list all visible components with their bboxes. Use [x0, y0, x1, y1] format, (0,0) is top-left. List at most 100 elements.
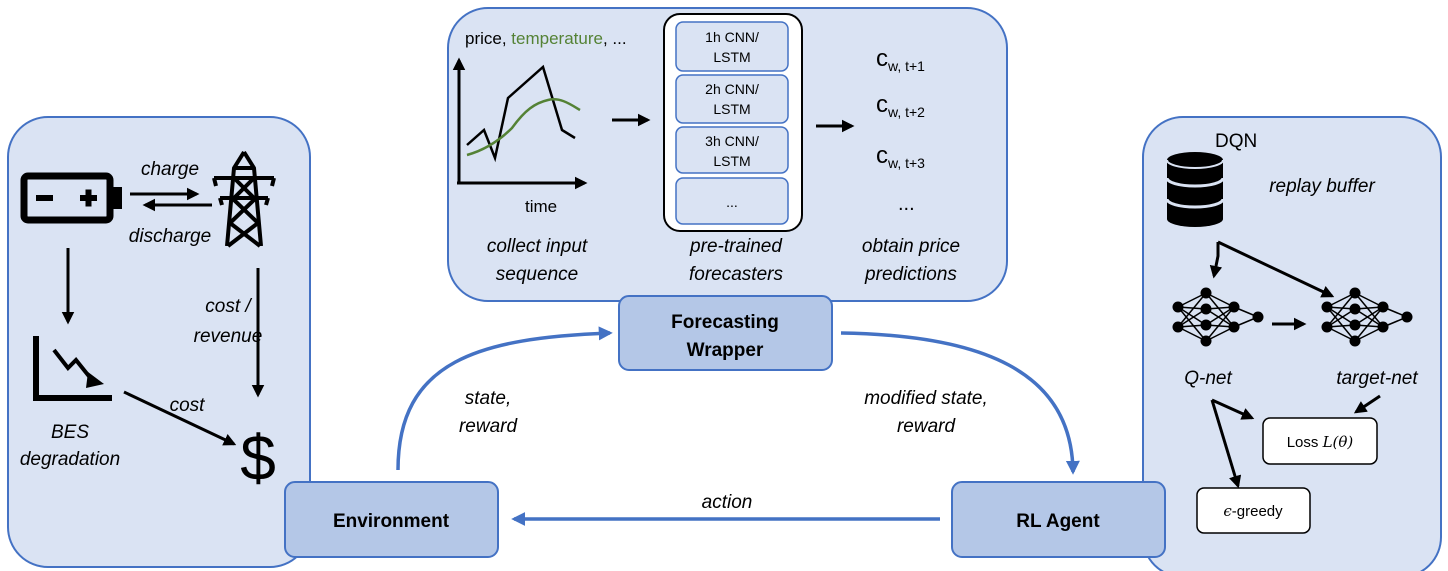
epsilon-greedy-box: ϵ-greedy [1196, 487, 1311, 534]
net-node [1200, 287, 1212, 299]
net-node [1228, 301, 1240, 313]
cost-label: cost [170, 395, 206, 416]
target-net-label: target-net [1336, 368, 1418, 389]
loss-box: Loss L(θ) [1262, 417, 1378, 465]
forecaster-1h: 1h CNN/ LSTM [675, 21, 789, 72]
net-node [1401, 311, 1413, 323]
net-node [1377, 321, 1389, 333]
dqn-panel: DQN replay buffer Q-net target-net Loss … [1142, 116, 1442, 571]
rl-agent-node: RL Agent [951, 481, 1166, 558]
environment-node: Environment [284, 481, 499, 558]
net-edge [1205, 306, 1235, 342]
net-edge [1354, 306, 1384, 326]
net-edge [1354, 308, 1384, 328]
svg-text:Environment: Environment [333, 511, 450, 532]
net-node [1349, 335, 1361, 347]
net-node [1228, 321, 1240, 333]
modified-state-label-line2: reward [897, 416, 957, 437]
cost-revenue-label-line2: revenue [194, 326, 263, 347]
net-node [1200, 335, 1212, 347]
net-edge [1205, 292, 1235, 328]
net-node [1200, 303, 1212, 315]
q-net-icon [1172, 287, 1264, 347]
net-edge [1326, 306, 1356, 342]
modified-state-label-line1: modified state, [864, 388, 988, 409]
dqn-title: DQN [1215, 131, 1257, 152]
degradation-label: degradation [20, 449, 120, 470]
replay-buffer-label: replay buffer [1269, 176, 1375, 197]
net-node [1349, 303, 1361, 315]
svg-text:3h CNN/: 3h CNN/ [705, 133, 759, 149]
arrow-environment-to-wrapper [396, 326, 613, 471]
forecaster-3h: 3h CNN/ LSTM [675, 126, 789, 174]
price-series-line [466, 64, 576, 163]
net-node [1349, 287, 1361, 299]
action-label: action [702, 492, 753, 513]
caption-predictions-line2: predictions [864, 264, 957, 285]
net-edge [1354, 306, 1384, 342]
state-reward-label-line2: reward [459, 416, 519, 437]
net-edge [1354, 292, 1384, 328]
net-edge [1177, 306, 1207, 342]
input-sequence-chart: price, temperature, ... time [452, 29, 627, 216]
net-edge [1326, 292, 1356, 328]
net-node [1321, 301, 1333, 313]
net-edge [1177, 292, 1207, 328]
svg-text:...: ... [726, 194, 738, 210]
svg-text:ϵ-greedy: ϵ-greedy [1223, 502, 1283, 520]
arrow-targetnet-to-loss [1353, 394, 1381, 414]
caption-predictions-line1: obtain price [862, 236, 960, 257]
prediction-t1: cw, t+1 [876, 45, 925, 74]
caption-forecasters-line1: pre-trained [689, 236, 783, 257]
svg-text:LSTM: LSTM [713, 101, 750, 117]
net-edge [1205, 306, 1235, 326]
arrow-buffer-to-targetnet [1217, 240, 1335, 298]
environment-panel: charge discharge BES [7, 116, 311, 568]
caption-forecasters-line2: forecasters [689, 264, 783, 285]
q-net-label: Q-net [1184, 368, 1232, 389]
net-edge [1177, 306, 1207, 326]
net-edge [1326, 306, 1356, 326]
caption-collect-line1: collect input [487, 236, 588, 257]
prediction-t3: cw, t+3 [876, 142, 925, 171]
svg-text:Wrapper: Wrapper [687, 340, 764, 361]
dollar-icon: $ [240, 422, 276, 494]
svg-text:RL Agent: RL Agent [1016, 511, 1100, 532]
forecast-panel: price, temperature, ... time 1h CNN/ LST… [447, 7, 1008, 302]
net-edge [1205, 308, 1235, 328]
arrow-wrapper-to-agent [840, 331, 1080, 475]
svg-text:LSTM: LSTM [713, 49, 750, 65]
svg-text:LSTM: LSTM [713, 153, 750, 169]
transmission-tower-icon [212, 150, 276, 248]
input-chart-axis-label: price, temperature, ... [465, 29, 627, 48]
state-reward-label-line1: state, [465, 388, 511, 409]
net-edge [1177, 308, 1207, 328]
forecaster-2h: 2h CNN/ LSTM [675, 74, 789, 124]
svg-text:1h CNN/: 1h CNN/ [705, 29, 759, 45]
net-node [1172, 301, 1184, 313]
arrow-buffer-to-qnet [1209, 242, 1223, 279]
prediction-more: ... [898, 193, 915, 215]
forecaster-more: ... [675, 177, 789, 225]
temperature-series-line [466, 98, 581, 157]
discharge-label: discharge [129, 226, 211, 247]
arrow-qnet-to-loss [1211, 398, 1255, 420]
bes-label: BES [51, 422, 89, 443]
net-node [1377, 301, 1389, 313]
net-node [1252, 311, 1264, 323]
net-node [1172, 321, 1184, 333]
svg-text:Loss L(θ): Loss L(θ) [1287, 433, 1354, 451]
net-node [1349, 319, 1361, 331]
replay-buffer-database-icon [1165, 152, 1225, 227]
arrow-qnet-to-greedy [1210, 399, 1242, 489]
svg-text:2h CNN/: 2h CNN/ [705, 81, 759, 97]
net-node [1200, 319, 1212, 331]
degradation-chart-icon [33, 336, 112, 401]
forecasting-wrapper-node: Forecasting Wrapper [618, 295, 833, 371]
target-net-icon [1321, 287, 1413, 347]
cost-revenue-label-line1: cost / [205, 296, 252, 317]
net-node [1321, 321, 1333, 333]
prediction-t2: cw, t+2 [876, 91, 925, 120]
svg-text:Forecasting: Forecasting [671, 312, 779, 333]
caption-collect-line2: sequence [496, 264, 578, 285]
